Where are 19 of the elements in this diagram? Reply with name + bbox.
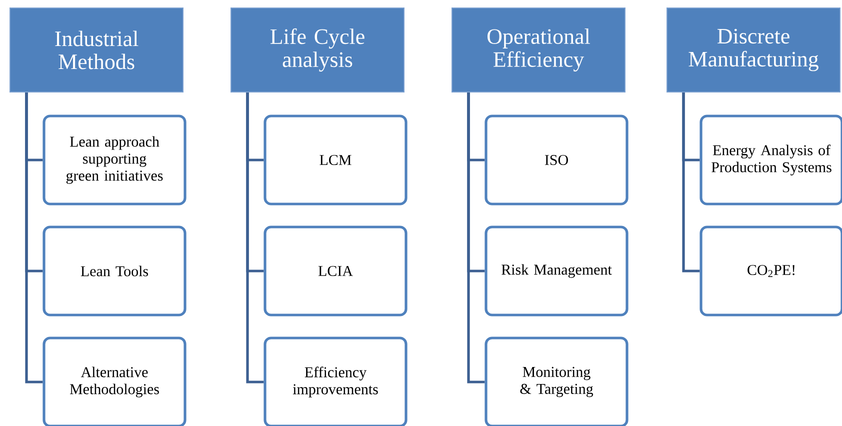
item-box: Lean approach supporting green initiatives bbox=[42, 114, 186, 206]
category-box: Industrial Methods bbox=[10, 8, 184, 92]
item-box: Monitoring & Targeting bbox=[484, 336, 628, 426]
item-box: LCIA bbox=[264, 226, 408, 316]
item-box: ISO bbox=[484, 114, 628, 206]
connector bbox=[25, 92, 43, 384]
connector bbox=[246, 92, 264, 384]
item-box: Lean Tools bbox=[42, 226, 186, 316]
item-box: Energy Analysis of Production Systems bbox=[700, 114, 842, 206]
item-box: LCM bbox=[264, 114, 408, 206]
item-box: Efficiency improvements bbox=[264, 336, 408, 426]
connector bbox=[467, 92, 485, 384]
item-box: CO$_{2}$PE! bbox=[700, 226, 842, 316]
connector bbox=[682, 92, 700, 272]
category-box: Operational Efficiency bbox=[452, 8, 626, 92]
item-box: Alternative Methodologies bbox=[42, 336, 186, 426]
item-box: Risk Management bbox=[484, 226, 628, 316]
category-box: Life Cycle analysis bbox=[230, 8, 404, 92]
category-box: Discrete Manufacturing bbox=[666, 8, 840, 92]
